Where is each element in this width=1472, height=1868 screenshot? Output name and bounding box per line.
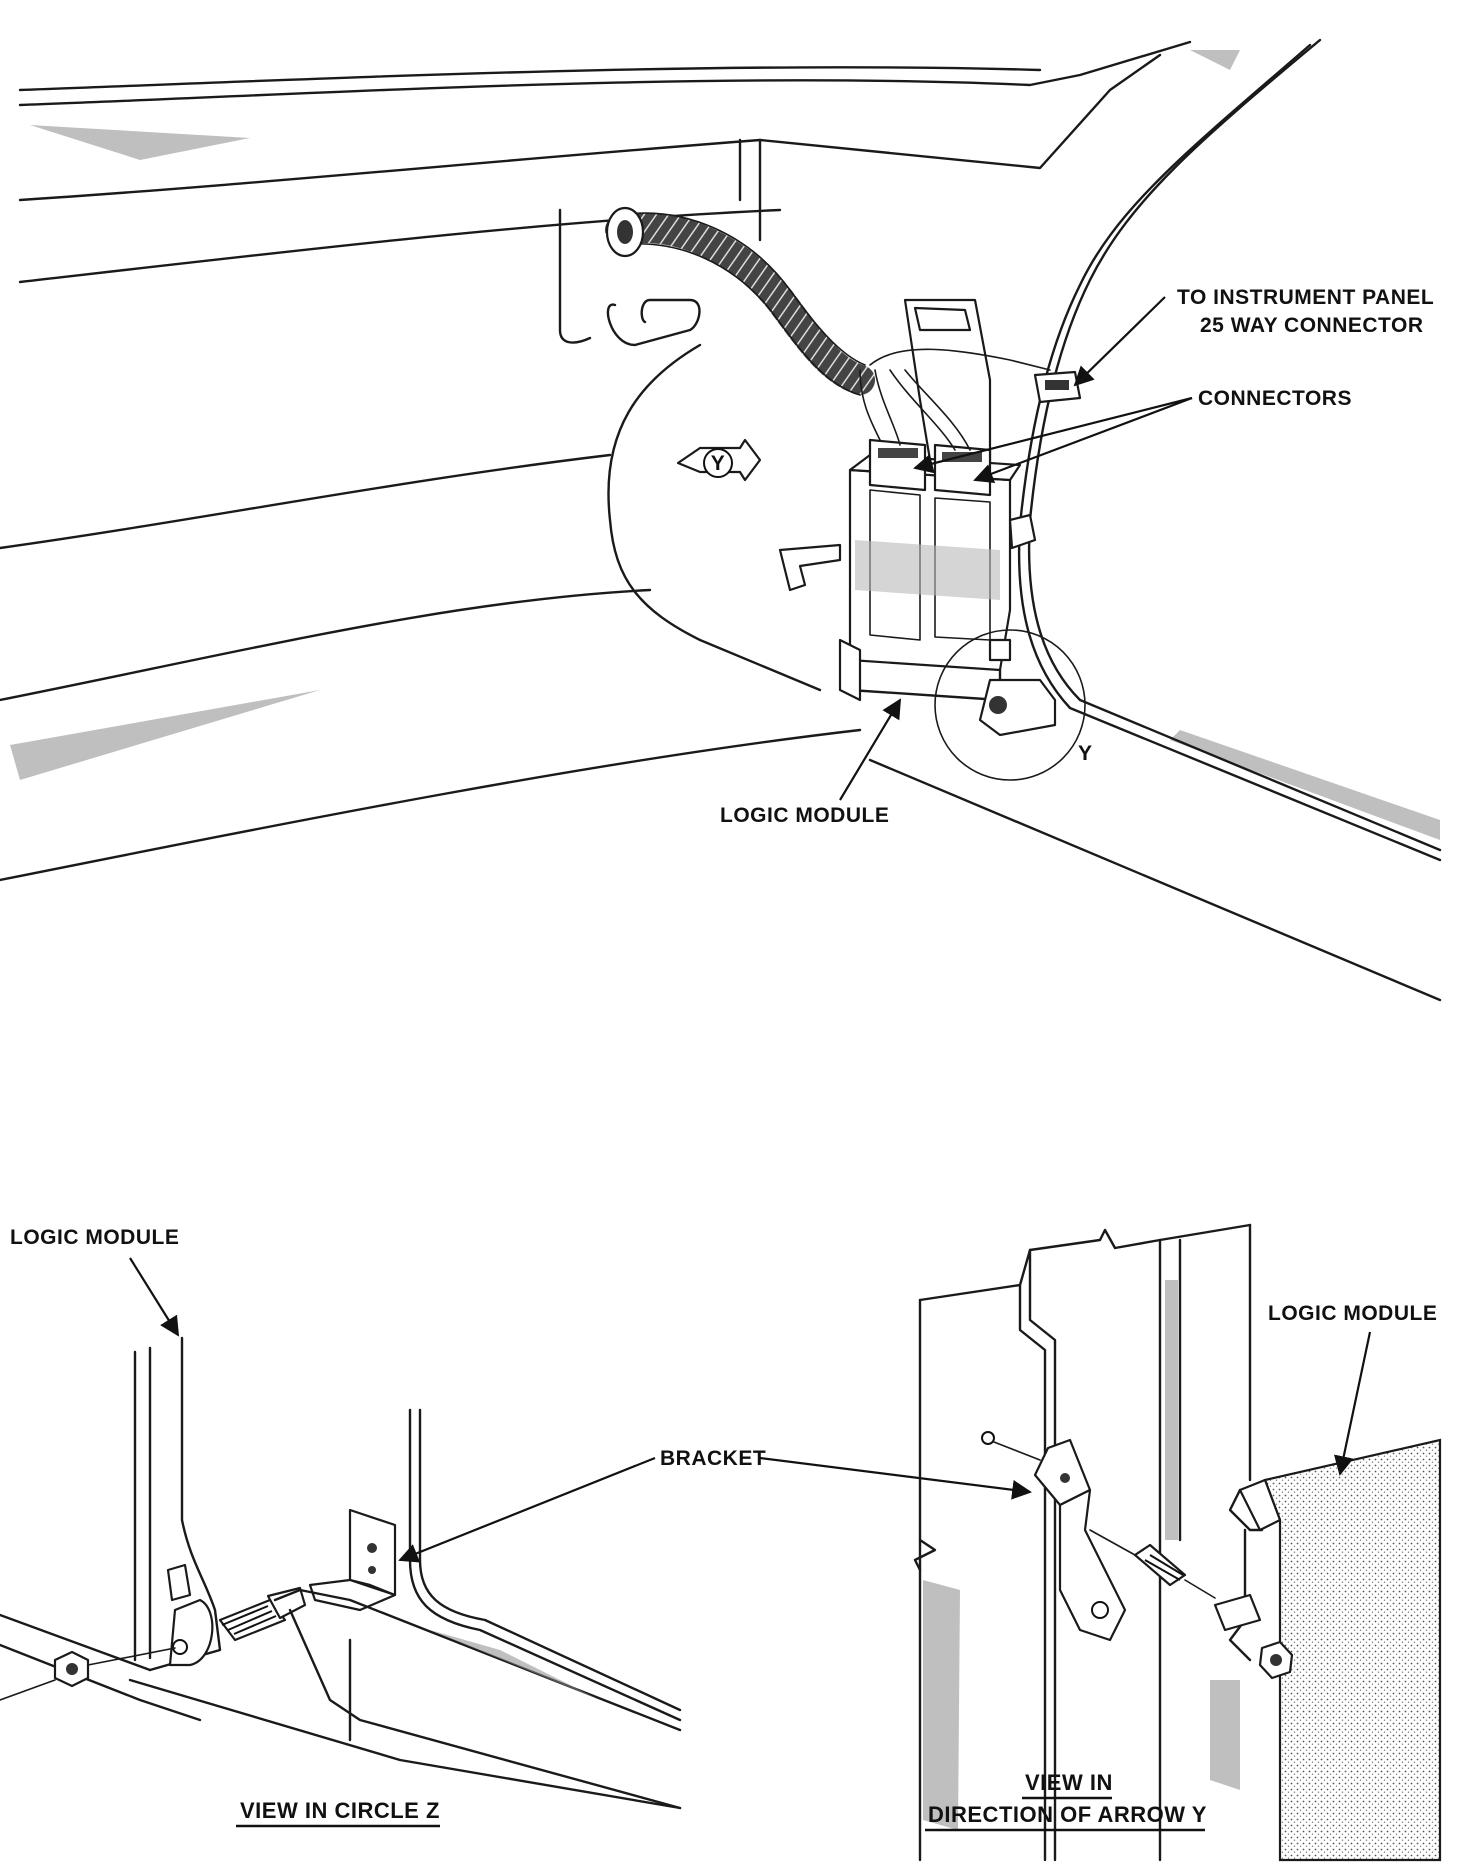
connectors-label: CONNECTORS [1198,387,1352,410]
logic-module-top-label: LOGIC MODULE [720,804,889,827]
logic-module-right-leader [1333,1331,1372,1476]
nut-icon [53,1650,90,1688]
bracket-leader-left [398,1456,656,1563]
logic-module-left-leader [129,1257,180,1337]
connectors-leader-2 [973,396,1193,483]
main-view: Y Y TO INSTRUMENT PANEL 25 WAY CONNECTOR… [0,38,1442,1002]
logic-module-top-leader [839,698,902,801]
circle-y-label: Y [1078,742,1093,765]
view-arrow-y-caption-line2: DIRECTION OF ARROW Y [928,1802,1207,1827]
arrow-y-symbol: Y [676,438,762,482]
connectors-leader-1 [913,396,1193,474]
bracket-callout: BRACKET [398,1447,1032,1563]
instrument-panel-label-line2: 25 WAY CONNECTOR [1200,314,1424,337]
view-in-direction-of-arrow-y: LOGIC MODULE VIEW IN DIRECTION OF ARROW … [913,1223,1442,1862]
bracket-label: BRACKET [660,1447,766,1470]
arrow-y-label: Y [711,452,726,475]
nut-icon-right [1258,1640,1294,1680]
logic-module-right-label: LOGIC MODULE [1268,1302,1437,1325]
instrument-panel-leader [1073,296,1166,387]
logic-module-left-label: LOGIC MODULE [10,1226,179,1249]
view-arrow-y-caption-line1: VIEW IN [1025,1770,1113,1795]
instrument-panel-label-line1: TO INSTRUMENT PANEL [1177,286,1434,309]
bracket-leader-right [759,1456,1032,1500]
view-in-circle-z: LOGIC MODULE [0,1226,682,1828]
view-circle-z-caption: VIEW IN CIRCLE Z [240,1798,440,1823]
